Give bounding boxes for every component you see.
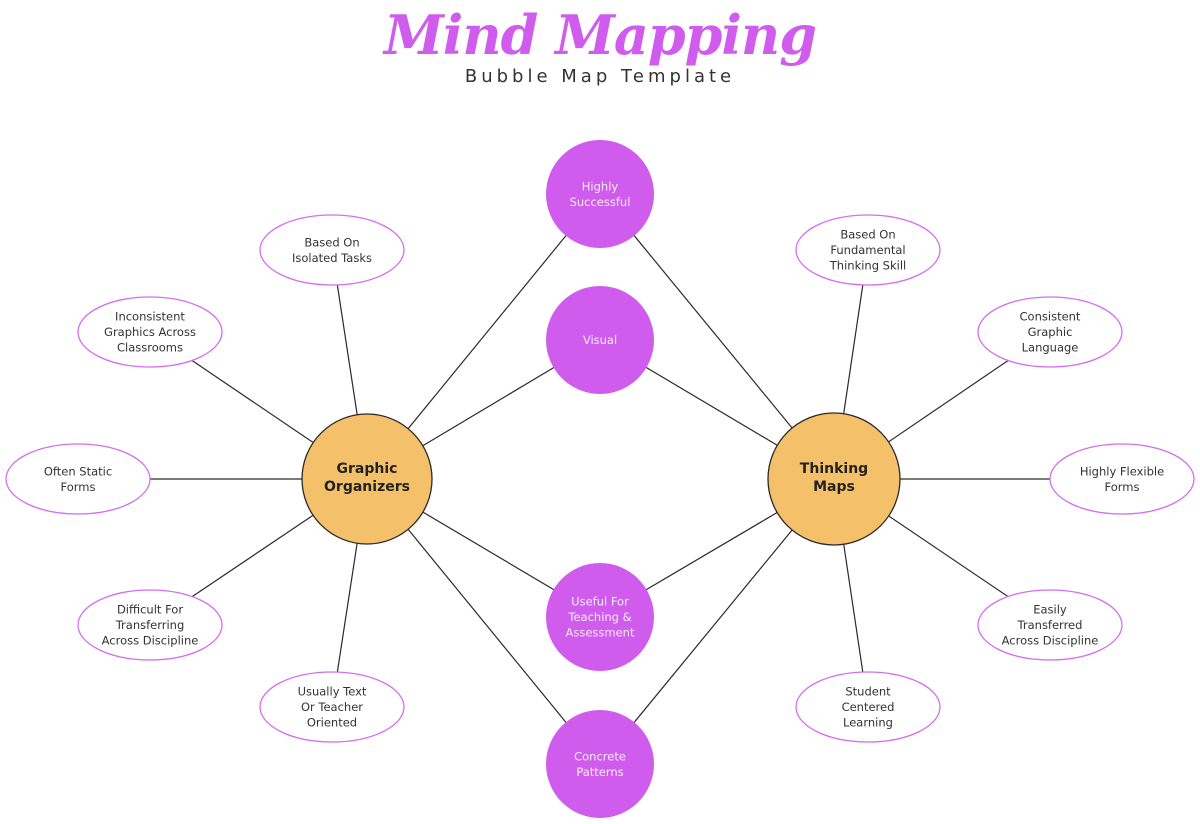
attribute-label: Graphic bbox=[1028, 325, 1073, 339]
attribute-label: Based On bbox=[840, 228, 895, 242]
shared-label: Useful For bbox=[571, 595, 629, 609]
attribute-label: Fundamental bbox=[830, 243, 905, 257]
attribute-label: Classrooms bbox=[117, 341, 183, 355]
shared-label: Successful bbox=[570, 195, 631, 209]
attribute-label: Language bbox=[1022, 341, 1079, 355]
connectors bbox=[78, 193, 1122, 765]
attribute-label: Across Discipline bbox=[1002, 634, 1099, 648]
shared-label: Visual bbox=[583, 333, 617, 347]
shared-label: Concrete bbox=[574, 749, 626, 763]
attribute-label: Isolated Tasks bbox=[292, 251, 372, 265]
attribute-ellipse bbox=[77, 589, 223, 661]
shared-circle bbox=[546, 710, 654, 818]
attribute-ellipse bbox=[795, 671, 941, 743]
attribute-label: Across Discipline bbox=[102, 634, 199, 648]
attribute-ellipse bbox=[977, 296, 1123, 368]
attribute-label: Centered bbox=[842, 700, 895, 714]
shared-label: Patterns bbox=[576, 765, 623, 779]
attribute-label: Forms bbox=[61, 480, 96, 494]
shared-circle bbox=[546, 140, 654, 248]
attribute-label: Transferred bbox=[1017, 618, 1083, 632]
page-title: Mind Mapping bbox=[384, 3, 817, 67]
shared-bubble-visual[interactable]: Visual bbox=[546, 286, 654, 394]
hub-label: Organizers bbox=[324, 479, 410, 495]
attribute-label: Difficult For bbox=[117, 603, 183, 617]
attribute-label: Student bbox=[845, 685, 891, 699]
attribute-label: Transferring bbox=[115, 618, 185, 632]
shared-label: Assessment bbox=[566, 626, 635, 640]
page-subtitle: Bubble Map Template bbox=[464, 66, 736, 87]
hub-circle bbox=[767, 412, 901, 546]
attribute-label: Based On bbox=[304, 235, 359, 249]
attribute-label: Usually Text bbox=[298, 685, 367, 699]
attribute-label: Learning bbox=[843, 716, 893, 730]
attribute-label: Thinking Skill bbox=[829, 259, 906, 273]
attribute-label: Easily bbox=[1033, 603, 1067, 617]
shared-label: Teaching & bbox=[567, 610, 631, 624]
attribute-ellipse bbox=[259, 671, 405, 743]
attribute-label: Consistent bbox=[1020, 310, 1081, 324]
attribute-ellipse bbox=[5, 443, 151, 515]
attribute-ellipse bbox=[977, 589, 1123, 661]
shared-circle bbox=[546, 563, 654, 671]
hub-label: Thinking bbox=[800, 461, 868, 477]
attribute-label: Highly Flexible bbox=[1080, 464, 1164, 478]
shared-circle bbox=[546, 286, 654, 394]
attribute-label: Graphics Across bbox=[104, 325, 196, 339]
attribute-label: Inconsistent bbox=[115, 310, 185, 324]
attribute-label: Forms bbox=[1105, 480, 1140, 494]
hub-label: Maps bbox=[813, 479, 855, 495]
shared-label: Highly bbox=[582, 179, 619, 193]
attribute-bubble-based-on-isolated-tasks[interactable]: Based On Isolated Tasks bbox=[259, 214, 405, 286]
attribute-label: Oriented bbox=[307, 716, 357, 730]
hub-circle bbox=[301, 413, 433, 545]
attribute-label: Often Static bbox=[44, 464, 112, 478]
attribute-ellipse bbox=[259, 214, 405, 286]
attribute-ellipse bbox=[795, 214, 941, 286]
attribute-label: Or Teacher bbox=[301, 700, 363, 714]
attribute-ellipse bbox=[77, 296, 223, 368]
attribute-ellipse bbox=[1049, 443, 1195, 515]
hub-label: Graphic bbox=[337, 461, 398, 477]
